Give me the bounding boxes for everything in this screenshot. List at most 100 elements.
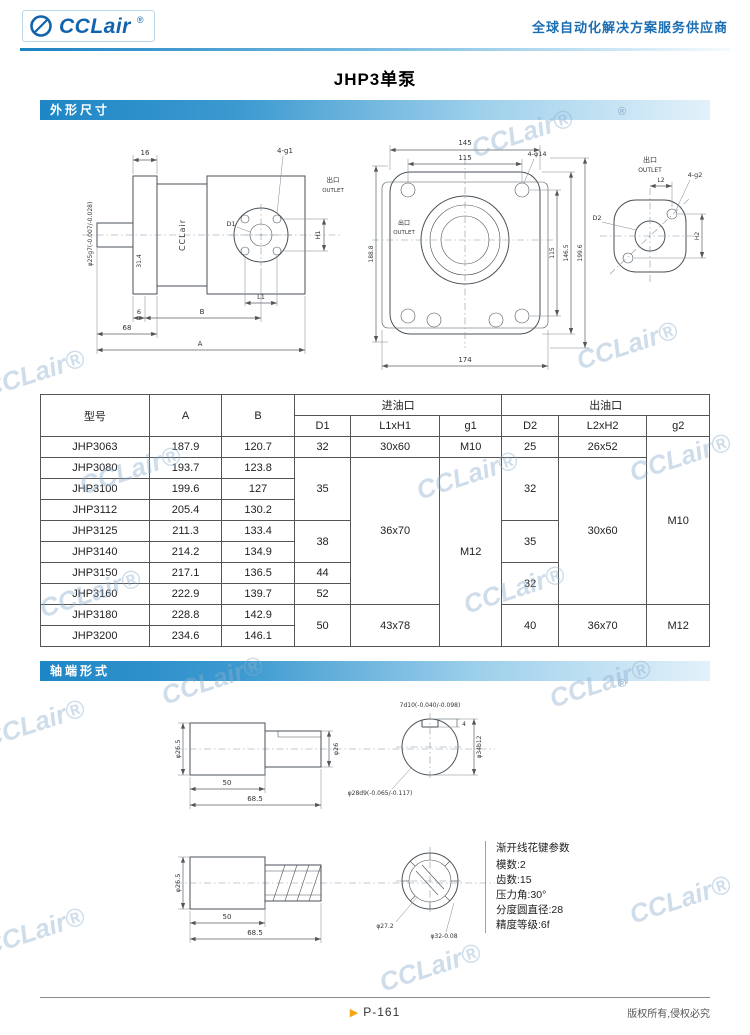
cell-a: 234.6: [148, 625, 223, 647]
bolt-4g1-label: 4-g1: [277, 147, 293, 155]
cell-b: 136.5: [221, 562, 295, 584]
cell-d2: 25: [501, 436, 559, 458]
spline-param-teeth: 齿数:15: [496, 874, 532, 886]
cell-b: 139.7: [221, 583, 295, 605]
dim-50-label: 50: [223, 779, 232, 787]
company-tagline: 全球自动化解决方案服务供应商: [531, 19, 728, 35]
dia-26-label: φ26: [332, 743, 340, 756]
cell-l2h2: 36x70: [557, 604, 648, 647]
cell-model: JHP3112: [40, 499, 150, 521]
cell-l2h2: 26x52: [557, 436, 648, 458]
cell-b: 120.7: [221, 436, 295, 458]
section-bar-shaft: 轴端形式: [40, 661, 710, 681]
table-row: JHP3160 222.9 139.7 52: [40, 583, 710, 605]
dim-115-top-label: 115: [458, 154, 471, 162]
cell-a: 217.1: [148, 562, 223, 584]
side-outlet-en: OUTLET: [322, 188, 344, 194]
col-group-inlet: 进油口: [293, 394, 503, 416]
page-footer: ▶P-161 版权所有,侵权必究: [40, 997, 710, 1020]
table-header-row-cols: D1 L1xH1 g1 D2 L2xH2 g2: [41, 415, 710, 437]
dia-26-5-label: φ26.5: [174, 740, 182, 759]
cell-d1: 52: [293, 583, 352, 605]
flange-outlet-en: OUTLET: [638, 167, 662, 174]
outlet-flange-view: 出口 OUTLET L2 4-g2 D2 H2: [592, 155, 706, 284]
flange-outlet-cn: 出口: [643, 155, 657, 164]
key-shaft-section: 7d10(-0.040/-0.098) 4 φ34b12 φ28d9(-0.06…: [348, 702, 483, 797]
dia-27-2-label: φ27.2: [376, 923, 394, 930]
cell-l2h2: 30x60: [557, 457, 648, 605]
key-shaft-side-view: φ26.5 φ26 50 68.5: [174, 722, 495, 809]
cell-model: JHP3160: [40, 583, 150, 605]
spline-param-pitch-diameter: 分度圆直径:28: [496, 904, 564, 916]
col-header-model: 型号: [40, 394, 150, 437]
col-header-g2: g2: [646, 415, 710, 437]
cell-a: 228.8: [148, 604, 223, 626]
section-bar-outline: 外形尺寸: [40, 100, 710, 120]
dim-h2-label: H2: [694, 232, 701, 241]
page-header: CCLair ® 全球自动化解决方案服务供应商: [0, 0, 750, 48]
front-outlet-en: OUTLET: [393, 230, 415, 236]
dim-6-label: 6: [137, 308, 141, 316]
pump-side-view-dimensions: 16 4-g1 φ25g7(-0.007/-0.028) 31.4 H1 出口 …: [87, 147, 344, 354]
col-header-g1: g1: [438, 415, 503, 437]
bore-d2-label: D2: [592, 214, 601, 222]
dim-h1-label: H1: [314, 230, 322, 239]
outline-drawing: CCLair D1 16 4-g1 φ25g7(-0.007/-0.028) 3…: [82, 139, 706, 370]
dim-31-4-label: 31.4: [136, 254, 143, 268]
cell-d1: 38: [293, 520, 352, 563]
logo-registered-mark: ®: [136, 15, 144, 25]
dim-a-label: A: [198, 340, 203, 348]
front-outlet-cn: 出口: [398, 219, 410, 227]
cell-a: 205.4: [148, 499, 223, 521]
shaft-dia-label: φ25g7(-0.007/-0.028): [87, 202, 94, 267]
cell-a: 222.9: [148, 583, 223, 605]
table-row: JHP3140 214.2 134.9: [40, 541, 710, 563]
dim-188-8-label: 188.8: [368, 245, 375, 262]
port-d1-label: D1: [226, 220, 235, 228]
spline-param-module: 模数:2: [496, 859, 526, 871]
cell-model: JHP3080: [40, 457, 150, 479]
col-header-l2h2: L2xH2: [557, 415, 648, 437]
cell-g1: M12: [438, 457, 503, 647]
cell-model: JHP3125: [40, 520, 150, 542]
cell-b: 127: [221, 478, 295, 500]
cell-d2: 32: [501, 562, 559, 605]
dia-26-5-spline-label: φ26.5: [174, 874, 182, 893]
pump-brand-label: CCLair: [178, 219, 187, 251]
cell-a: 193.7: [148, 457, 223, 479]
cell-b: 123.8: [221, 457, 295, 479]
cell-model: JHP3140: [40, 541, 150, 563]
dim-115-right-label: 115: [549, 247, 556, 259]
logo-text: CCLair: [59, 14, 131, 38]
dim-l2-label: L2: [657, 177, 664, 184]
cell-d1: 50: [293, 604, 352, 647]
cell-l1h1: 43x78: [350, 604, 440, 647]
cell-model: JHP3150: [40, 562, 150, 584]
dim-50-spline-label: 50: [223, 913, 232, 921]
cell-b: 142.9: [221, 604, 295, 626]
dim-b-label: B: [200, 308, 205, 316]
cell-a: 211.3: [148, 520, 223, 542]
table-header-row-groups: 型号 A B 进油口 出油口: [40, 394, 710, 437]
dim-174-label: 174: [458, 356, 472, 364]
shaft-drawing-area: φ26.5 φ26 50 68.5 7d10(-0.040/-0.098) 4: [40, 683, 710, 973]
cell-b: 130.2: [221, 499, 295, 521]
bolt-4phi14-label: 4-φ14: [527, 150, 546, 158]
col-header-a: A: [148, 394, 223, 437]
pump-side-view: CCLair D1: [82, 175, 340, 295]
cell-b: 133.4: [221, 520, 295, 542]
key-width-label: 7d10(-0.040/-0.098): [400, 702, 461, 709]
pump-front-view: 出口 OUTLET: [372, 158, 554, 348]
cell-a: 187.9: [148, 436, 223, 458]
table-row: JHP3180 228.8 142.9 50 43x78 40 36x70 M1…: [40, 604, 710, 647]
section-title-shaft: 轴端形式: [50, 664, 111, 678]
cell-a: 199.6: [148, 478, 223, 500]
cell-model: JHP3180: [40, 604, 150, 626]
cell-d1: 35: [293, 457, 352, 521]
cell-d2: 35: [501, 520, 559, 563]
key-height-label: 4: [462, 721, 466, 728]
table-row: JHP3200 234.6 146.1: [40, 625, 710, 647]
copyright-notice: 版权所有,侵权必究: [627, 1009, 710, 1020]
dim-16-label: 16: [141, 149, 150, 157]
col-header-l1h1: L1xH1: [350, 415, 440, 437]
